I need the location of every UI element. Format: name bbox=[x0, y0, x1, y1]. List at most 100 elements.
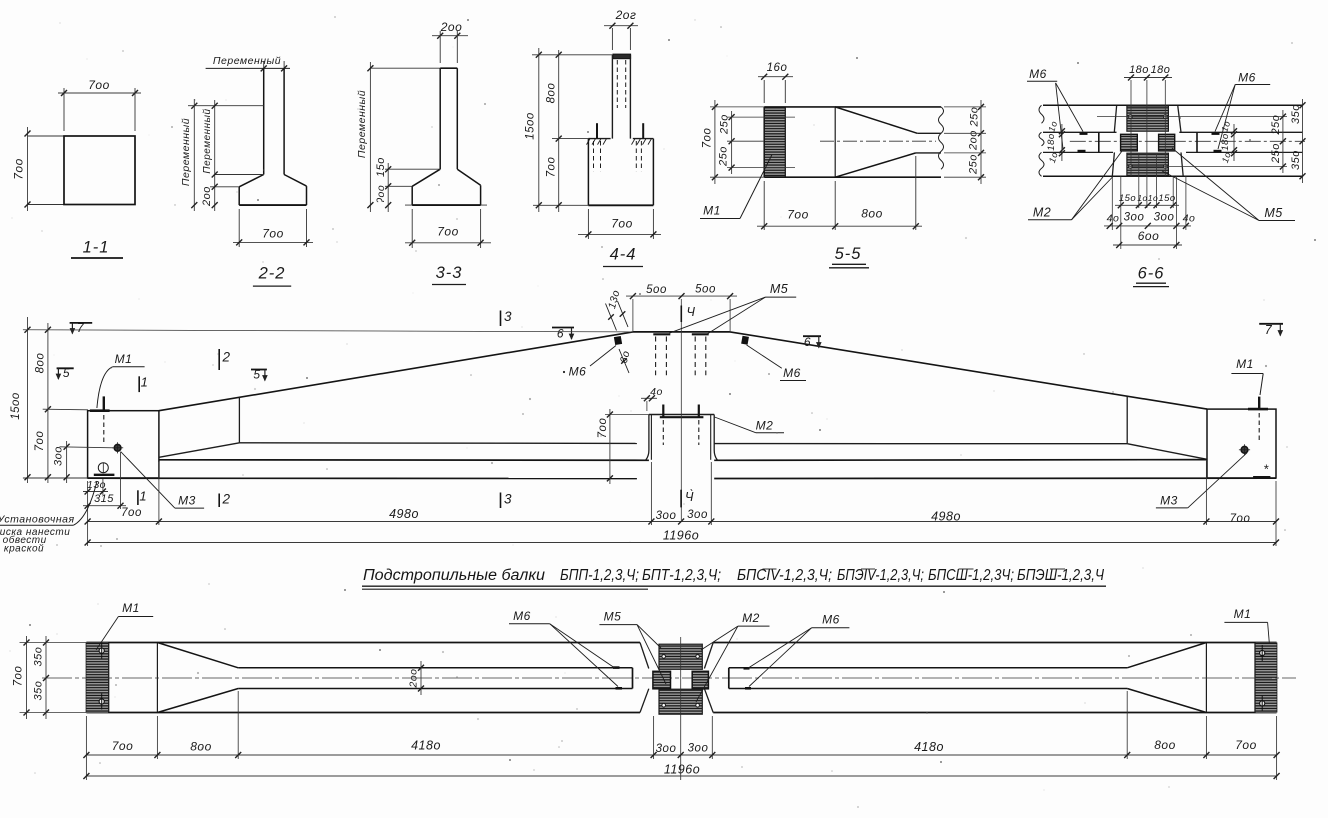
svg-text:35o: 35o bbox=[32, 681, 44, 701]
svg-text:6: 6 bbox=[557, 327, 564, 341]
svg-text:8oo: 8oo bbox=[546, 83, 558, 104]
svg-text:16o: 16o bbox=[767, 62, 788, 74]
svg-text:18o: 18o bbox=[1046, 133, 1057, 150]
svg-text:315: 315 bbox=[94, 493, 114, 505]
svg-text:1o: 1o bbox=[1219, 120, 1232, 134]
svg-text:25o: 25o bbox=[967, 154, 979, 175]
svg-text:краской: краской bbox=[4, 543, 44, 554]
svg-text:7oo: 7oo bbox=[112, 739, 134, 753]
svg-text:Переменный: Переменный bbox=[180, 118, 192, 186]
svg-text:25o: 25o bbox=[968, 107, 980, 128]
svg-text:М6: М6 bbox=[783, 366, 801, 380]
svg-text:Ч̀: Ч̀ bbox=[685, 489, 694, 504]
svg-text:М2: М2 bbox=[1033, 205, 1051, 219]
svg-text:35o: 35o bbox=[1290, 104, 1302, 124]
svg-text:М2: М2 bbox=[742, 611, 760, 625]
svg-text:1: 1 bbox=[141, 374, 149, 389]
svg-text:498o: 498o bbox=[389, 507, 419, 521]
svg-text:5oo: 5oo bbox=[695, 284, 716, 296]
svg-text:БПСIV-1,2,3,Ч;: БПСIV-1,2,3,Ч; bbox=[737, 567, 832, 584]
svg-text:Переменный: Переменный bbox=[213, 55, 281, 67]
svg-text:2oo: 2oo bbox=[440, 20, 463, 34]
svg-text:18o: 18o bbox=[1151, 64, 1171, 76]
svg-text:18o: 18o bbox=[1220, 133, 1231, 150]
svg-text:6o: 6o bbox=[618, 349, 633, 364]
svg-text:М5: М5 bbox=[1264, 206, 1282, 220]
svg-text:7oo: 7oo bbox=[1230, 513, 1251, 525]
svg-text:4o: 4o bbox=[1183, 212, 1196, 224]
svg-text:1o: 1o bbox=[1047, 151, 1060, 165]
svg-text:15o: 15o bbox=[1158, 193, 1175, 204]
svg-text:7oo: 7oo bbox=[13, 666, 25, 687]
svg-text:7oo: 7oo bbox=[88, 78, 110, 92]
svg-text:М3: М3 bbox=[1160, 494, 1178, 508]
svg-text:2oo: 2oo bbox=[407, 668, 419, 688]
svg-text:7oo: 7oo bbox=[597, 418, 609, 439]
svg-text:25o: 25o bbox=[717, 146, 729, 167]
svg-text:БПП-1,2,3,Ч;: БПП-1,2,3,Ч; bbox=[560, 567, 639, 584]
svg-text:498o: 498o bbox=[931, 509, 961, 523]
svg-text:1-1: 1-1 bbox=[83, 238, 110, 256]
svg-text:15o: 15o bbox=[1119, 193, 1136, 204]
svg-text:3oo: 3oo bbox=[1154, 212, 1175, 224]
svg-text:7oo: 7oo bbox=[121, 507, 142, 519]
svg-text:М1: М1 bbox=[122, 601, 140, 615]
svg-text:2: 2 bbox=[221, 492, 230, 507]
svg-text:5-5: 5-5 bbox=[835, 245, 862, 263]
svg-text:Переменный: Переменный bbox=[202, 108, 213, 173]
svg-text:6oo: 6oo bbox=[1138, 229, 1160, 243]
svg-text:Подстропильные балки: Подстропильные балки bbox=[363, 567, 545, 584]
svg-text:8oo: 8oo bbox=[35, 353, 47, 374]
svg-text:25o: 25o bbox=[1270, 115, 1282, 136]
svg-text:35o: 35o bbox=[1290, 150, 1302, 170]
svg-text:18o: 18o bbox=[1129, 64, 1149, 76]
svg-text:БПЭIV-1,2,3,Ч;: БПЭIV-1,2,3,Ч; bbox=[837, 567, 924, 584]
svg-text:7: 7 bbox=[77, 321, 85, 335]
svg-text:7oo: 7oo bbox=[702, 128, 714, 149]
svg-text:М6: М6 bbox=[569, 364, 587, 378]
svg-text:Ч: Ч bbox=[687, 305, 696, 319]
svg-text:1o: 1o bbox=[1148, 193, 1158, 203]
svg-text:М1: М1 bbox=[703, 204, 721, 218]
svg-text:2oг: 2oг bbox=[615, 8, 637, 22]
svg-text:3oo: 3oo bbox=[1124, 212, 1145, 224]
svg-text:М6: М6 bbox=[513, 609, 531, 623]
svg-text:БПТ-1,2,3,Ч;: БПТ-1,2,3,Ч; bbox=[642, 567, 721, 584]
svg-text:4o: 4o bbox=[1107, 212, 1120, 224]
svg-text:25o: 25o bbox=[718, 114, 730, 135]
svg-text:М2: М2 bbox=[756, 419, 774, 433]
svg-text:7oo: 7oo bbox=[611, 217, 633, 231]
svg-text:5: 5 bbox=[253, 368, 260, 382]
svg-text:15oo: 15oo bbox=[525, 112, 537, 140]
svg-text:1: 1 bbox=[139, 488, 147, 503]
svg-text:3: 3 bbox=[504, 492, 512, 507]
svg-text:М6: М6 bbox=[822, 613, 840, 627]
svg-text:418o: 418o bbox=[914, 740, 944, 754]
svg-text:6: 6 bbox=[804, 335, 811, 349]
svg-text:Установочная: Установочная bbox=[0, 514, 75, 526]
svg-text:М6: М6 bbox=[1029, 67, 1047, 81]
svg-text:4-4: 4-4 bbox=[610, 245, 637, 263]
svg-text:5oo: 5oo bbox=[646, 284, 667, 296]
svg-text:3oo: 3oo bbox=[688, 742, 709, 754]
svg-text:БПСШ-1,2,3Ч;: БПСШ-1,2,3Ч; bbox=[928, 567, 1014, 584]
svg-text:15oo: 15oo bbox=[10, 392, 22, 420]
svg-text:7oo: 7oo bbox=[12, 158, 26, 180]
svg-text:7oo: 7oo bbox=[1235, 738, 1257, 752]
svg-text:8oo: 8oo bbox=[861, 207, 883, 221]
svg-text:3oo: 3oo bbox=[52, 446, 64, 466]
svg-text:БПЭШ-1,2,3,Ч: БПЭШ-1,2,3,Ч bbox=[1017, 567, 1104, 584]
svg-text:и обвести: и обвести bbox=[0, 534, 47, 546]
svg-text:6-6: 6-6 bbox=[1138, 264, 1165, 282]
svg-text:2oo: 2oo bbox=[967, 130, 979, 151]
svg-text:М5: М5 bbox=[770, 282, 788, 296]
svg-text:3oo: 3oo bbox=[656, 743, 677, 755]
svg-text:ʔoo: ʔoo bbox=[375, 185, 387, 203]
svg-text:Переменный: Переменный bbox=[356, 90, 368, 158]
svg-text:1o: 1o bbox=[1046, 120, 1059, 134]
svg-text:1o: 1o bbox=[1220, 151, 1233, 165]
svg-text:риска нанести: риска нанести bbox=[0, 527, 70, 538]
svg-text:8oo: 8oo bbox=[190, 740, 212, 754]
svg-text:М6: М6 bbox=[1238, 71, 1256, 85]
svg-text:3: 3 bbox=[504, 309, 512, 324]
